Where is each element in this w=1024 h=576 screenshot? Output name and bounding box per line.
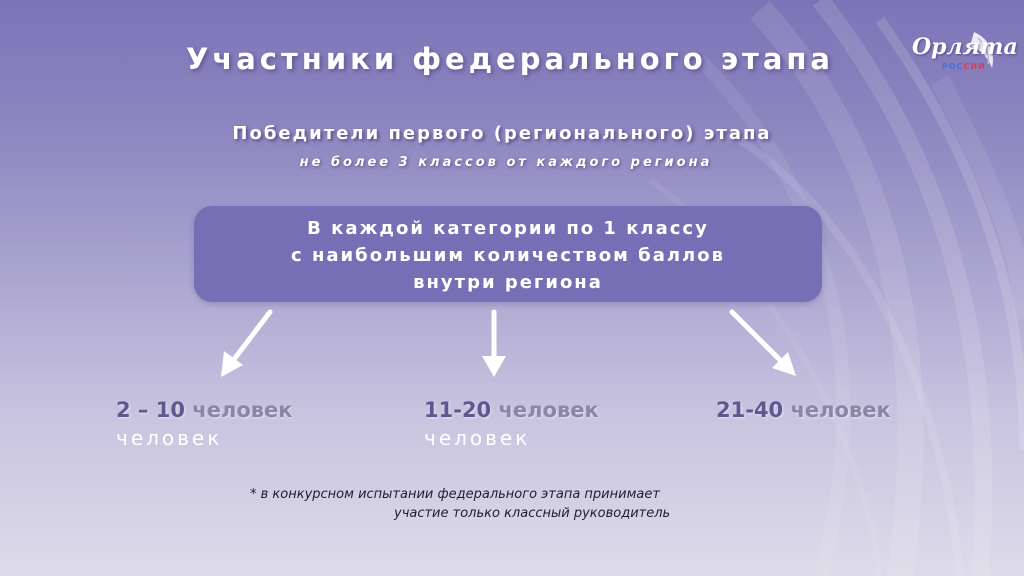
category-range: 11-20	[424, 398, 492, 422]
category-small: 2 – 10 человек человек	[116, 398, 293, 450]
footnote-line: * в конкурсном испытании федерального эт…	[250, 487, 660, 502]
logo-script-text: Орлята	[912, 34, 1018, 60]
logo-subtitle: РОССИИ	[942, 62, 986, 71]
footnote-line: участие только классный руководитель	[394, 506, 671, 521]
slide-title: Участники федерального этапа	[185, 42, 835, 76]
category-sub-label: человек	[424, 426, 531, 450]
category-sub-label: человек	[116, 426, 223, 450]
category-unit: человек	[498, 398, 599, 422]
arrow-left-icon	[221, 309, 273, 377]
rule-line: с наибольшим количеством баллов	[291, 245, 725, 266]
logo-subtitle-part2: СИИ	[963, 62, 986, 71]
category-medium: 11-20 человек человек	[424, 398, 599, 450]
selection-rule-box: В каждой категории по 1 классу с наиболь…	[194, 206, 822, 302]
winners-limit-note: не более 3 классов от каждого региона	[299, 155, 713, 170]
arrow-right-icon	[729, 309, 796, 376]
arrow-down-icon	[482, 309, 506, 377]
category-range: 21-40	[716, 398, 784, 422]
category-unit: человек	[192, 398, 293, 422]
rule-line: В каждой категории по 1 классу	[307, 218, 709, 239]
wing-icon	[970, 32, 994, 68]
category-large: 21-40 человек	[716, 398, 891, 426]
orlyata-rossii-logo: Орлята РОССИИ	[908, 28, 1018, 80]
rule-line: внутри региона	[413, 272, 603, 293]
logo-subtitle-part1: РОС	[942, 62, 964, 71]
winners-subtitle: Победители первого (регионального) этапа	[232, 123, 772, 144]
category-range: 2 – 10	[116, 398, 185, 422]
category-unit: человек	[790, 398, 891, 422]
